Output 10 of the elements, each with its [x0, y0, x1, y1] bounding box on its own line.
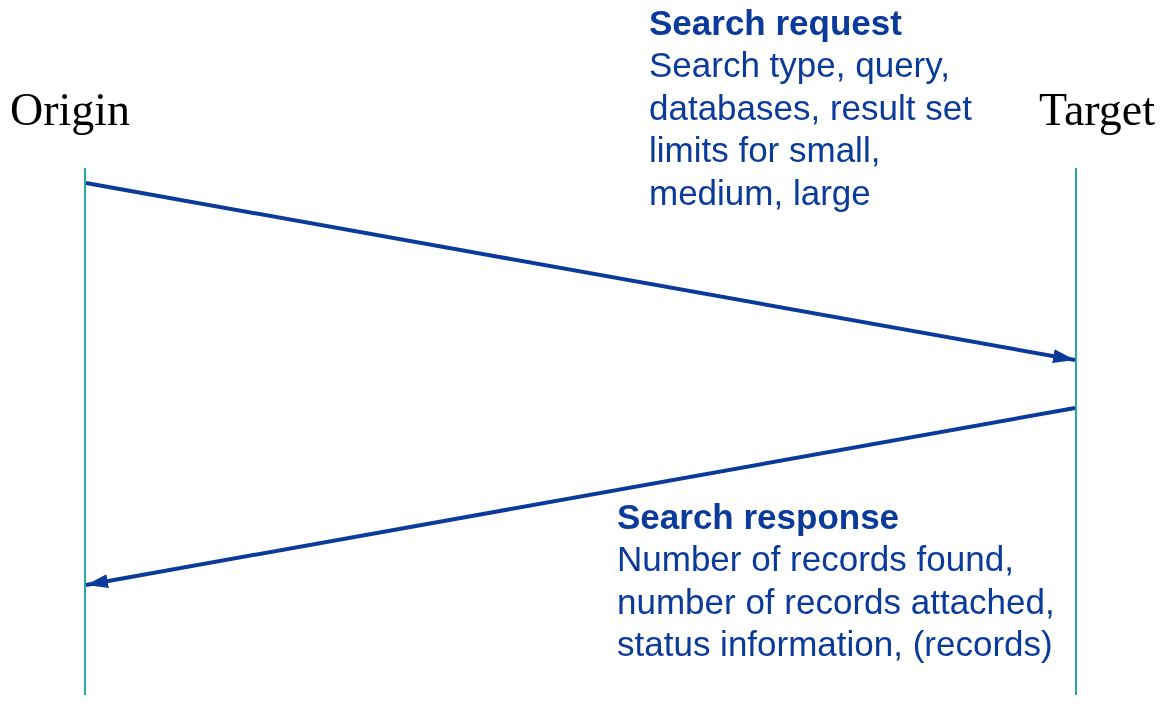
message-title: Search response — [617, 496, 900, 538]
participant-name: Origin — [10, 84, 131, 136]
message-details: Number of records found, number of records attached, status information, (records) — [617, 538, 1056, 665]
message-arrow — [85, 406, 1076, 588]
participant-name: Target — [1039, 84, 1155, 136]
lifeline — [1075, 168, 1077, 695]
message-title: Search request — [649, 2, 902, 44]
message-details: Search type, query, databases, result set limits for small, medium, large — [649, 44, 973, 214]
message-arrow — [85, 181, 1076, 363]
lifeline — [84, 168, 86, 695]
